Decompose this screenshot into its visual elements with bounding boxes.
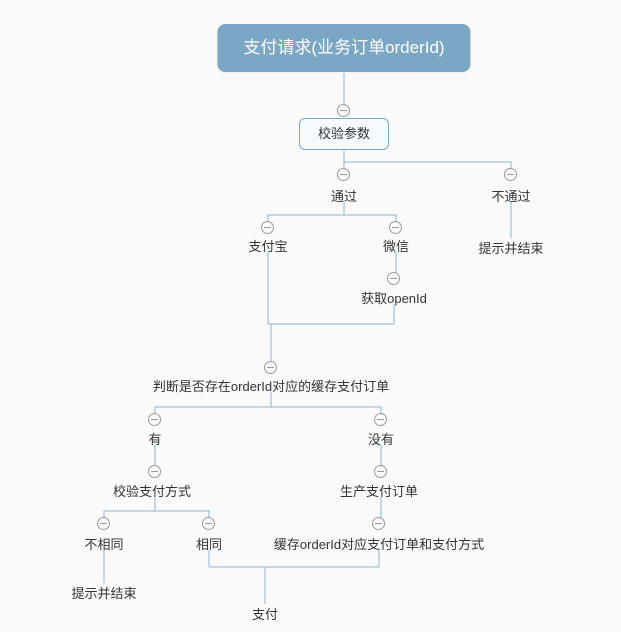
flowchart-edge (343, 150, 512, 175)
flowchart-node-pass[interactable]: 通过 (329, 189, 359, 205)
flowchart-node-fail[interactable]: 不通过 (489, 189, 532, 205)
flowchart-node-has-cache[interactable]: 有 (146, 432, 163, 448)
flowchart-edge (103, 497, 156, 524)
flowchart-node-not-same-notify-end[interactable]: 提示并结束 (69, 586, 138, 602)
collapse-minus-icon[interactable] (261, 221, 274, 234)
collapse-minus-icon[interactable] (504, 168, 517, 181)
flowchart-node-wechat[interactable]: 微信 (381, 239, 411, 255)
flowchart-node-label: 校验支付方式 (112, 484, 192, 499)
flowchart-node-label: 支付请求(业务订单orderId) (243, 38, 445, 57)
flowchart-node-label: 获取openId (361, 291, 427, 306)
flowchart-node-label: 相同 (195, 537, 223, 552)
collapse-minus-icon[interactable] (97, 517, 110, 530)
collapse-minus-icon[interactable] (148, 413, 161, 426)
flowchart-node-label: 有 (148, 432, 162, 447)
flowchart-node-label: 支付 (251, 607, 279, 622)
collapse-minus-icon[interactable] (389, 221, 402, 234)
flowchart-edge (267, 252, 272, 368)
flowchart-node-label: 提示并结束 (71, 586, 137, 601)
flowchart-node-label: 校验参数 (317, 126, 371, 141)
flowchart-node-create-pay-order[interactable]: 生产支付订单 (338, 484, 420, 500)
collapse-minus-icon[interactable] (374, 465, 387, 478)
flowchart-node-label: 提示并结束 (478, 241, 544, 256)
flowchart-node-label: 支付宝 (248, 239, 288, 254)
flowchart-node-label: 不相同 (84, 537, 124, 552)
flowchart-node-label: 生产支付订单 (339, 484, 419, 499)
flowchart-node-verify-pay-method[interactable]: 校验支付方式 (111, 484, 193, 500)
flowchart-node-label: 判断是否存在orderId对应的缓存支付订单 (152, 379, 390, 394)
collapse-minus-icon[interactable] (337, 168, 350, 181)
collapse-minus-icon[interactable] (202, 517, 215, 530)
flowchart-edge (154, 392, 272, 420)
flowchart-node-check-cached-order[interactable]: 判断是否存在orderId对应的缓存支付订单 (151, 379, 391, 395)
flowchart-node-no-cache[interactable]: 没有 (366, 432, 396, 448)
flowchart-node-validate-params[interactable]: 校验参数 (298, 118, 390, 150)
flowchart-node-alipay[interactable]: 支付宝 (246, 239, 289, 255)
flowchart-node-same[interactable]: 相同 (194, 537, 224, 553)
flowchart-edge (155, 510, 210, 524)
flowchart-edge (271, 406, 382, 420)
collapse-minus-icon[interactable] (374, 413, 387, 426)
collapse-minus-icon[interactable] (372, 517, 385, 530)
collapse-minus-icon[interactable] (387, 272, 400, 285)
collapse-minus-icon[interactable] (264, 361, 277, 374)
flowchart-node-cache-order-and-method[interactable]: 缓存orderId对应支付订单和支付方式 (272, 537, 486, 553)
flowchart-edge (267, 202, 345, 228)
collapse-minus-icon[interactable] (337, 104, 350, 117)
flowchart-node-not-same[interactable]: 不相同 (82, 537, 125, 553)
flowchart-node-label: 没有 (367, 432, 395, 447)
flowchart-node-label: 通过 (330, 189, 358, 204)
flowchart-node-pay[interactable]: 支付 (250, 607, 280, 623)
flowchart-edge (268, 304, 395, 325)
flowchart-node-label: 微信 (382, 239, 410, 254)
flowchart-node-fail-notify-end[interactable]: 提示并结束 (476, 241, 545, 257)
flowchart-node-label: 不通过 (491, 189, 531, 204)
collapse-minus-icon[interactable] (148, 465, 161, 478)
flowchart-node-get-openid[interactable]: 获取openId (359, 291, 429, 307)
flowchart-node-root[interactable]: 支付请求(业务订单orderId) (217, 24, 471, 72)
flowchart-node-label: 缓存orderId对应支付订单和支付方式 (273, 537, 485, 552)
